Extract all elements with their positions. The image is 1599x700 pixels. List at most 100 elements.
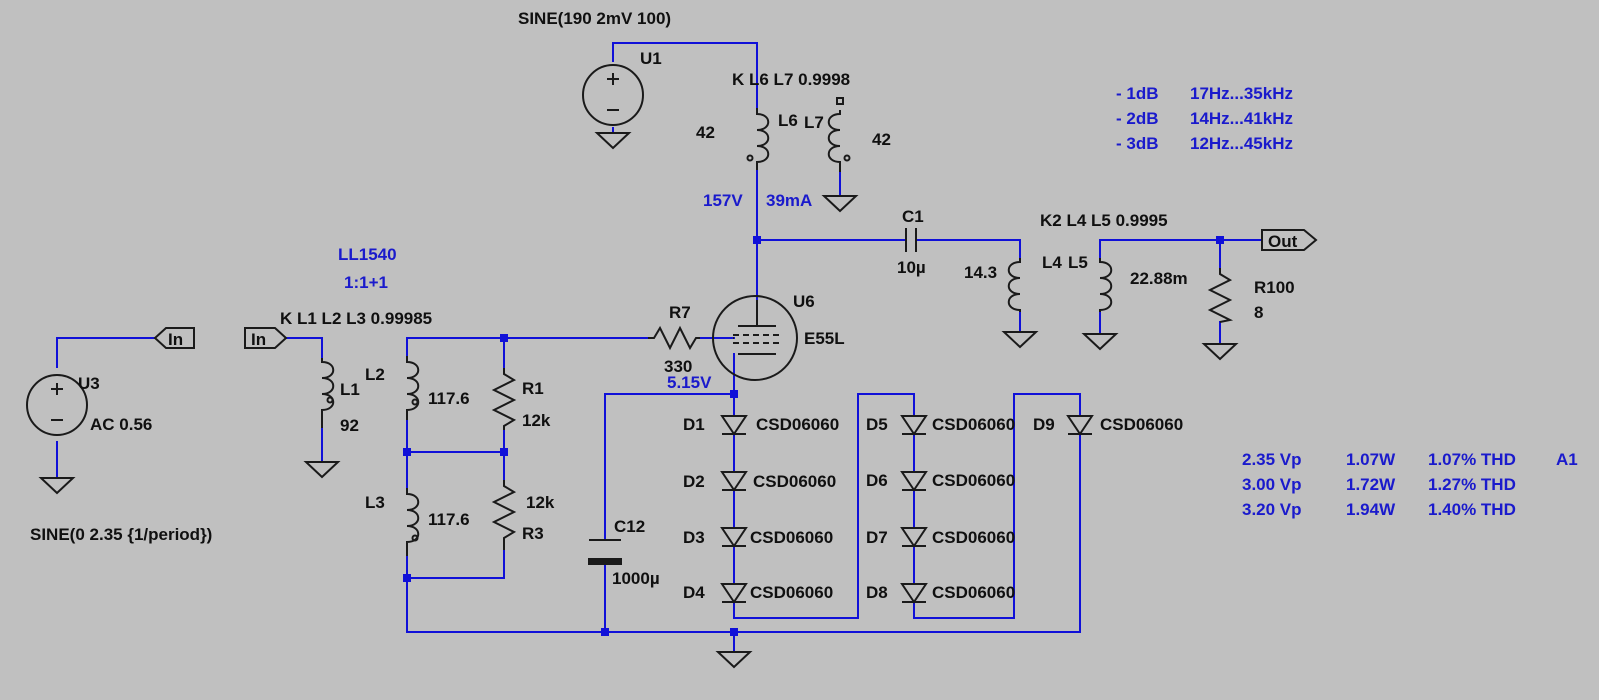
- wires: [56, 42, 1263, 653]
- l7-label: L7: [804, 113, 824, 132]
- resistor-icon: [491, 368, 517, 430]
- net-label-in-left[interactable]: In: [153, 327, 195, 349]
- dot-icon: [411, 398, 419, 406]
- pentode-tube-icon: [712, 295, 798, 381]
- inductor-l2[interactable]: [406, 356, 420, 420]
- perf-thd-1: 1.07% THD: [1428, 450, 1516, 469]
- inductor-l6[interactable]: [746, 108, 770, 170]
- d4-label: D4: [683, 583, 705, 602]
- d4-model-label: CSD06060: [750, 583, 833, 602]
- d5-label: D5: [866, 415, 888, 434]
- l3-value-label: 117.6: [428, 510, 470, 529]
- ground-icon: [303, 461, 341, 479]
- inductor-icon: [756, 108, 770, 170]
- resistor-icon: [1207, 268, 1234, 323]
- r7-label: R7: [669, 303, 691, 322]
- resistor-r3[interactable]: [491, 480, 517, 550]
- resistor-r100[interactable]: [1207, 268, 1234, 323]
- u3-value-label: AC 0.56: [90, 415, 152, 434]
- resistor-r7[interactable]: [648, 325, 700, 351]
- d6-label: D6: [866, 471, 888, 490]
- l6-label: L6: [778, 111, 798, 130]
- c1-label: C1: [902, 207, 924, 226]
- performance-notes: 2.35 Vp 1.07W 1.07% THD A1 3.00 Vp 1.72W…: [1242, 450, 1578, 519]
- c1-value-label: 10µ: [897, 258, 926, 277]
- d2-label: D2: [683, 472, 705, 491]
- net-label-out[interactable]: Out: [1261, 229, 1318, 251]
- dot-icon: [326, 396, 334, 404]
- perf-power-3: 1.94W: [1346, 500, 1396, 519]
- u1-spec-label: SINE(190 2mV 100): [518, 9, 671, 28]
- voltage-source-icon: [582, 64, 644, 126]
- u3-spec-label: SINE(0 2.35 {1/period}): [30, 525, 212, 544]
- open-terminal-icon: [836, 97, 844, 105]
- resistor-r1[interactable]: [491, 368, 517, 430]
- r3-value-label: 12k: [526, 493, 555, 512]
- plate-voltage-label: 157V: [703, 191, 743, 210]
- net-label-in-text: In: [168, 330, 183, 349]
- dot-icon: [843, 154, 851, 162]
- net-label-in-text: In: [251, 330, 266, 349]
- net-label-out-text: Out: [1268, 232, 1298, 251]
- u3-label: U3: [78, 374, 100, 393]
- r1-label: R1: [522, 379, 544, 398]
- bandwidth-level-3: - 3dB: [1116, 134, 1159, 153]
- diode-icon[interactable]: [720, 415, 748, 436]
- capacitor-c1[interactable]: [905, 228, 917, 252]
- l2-value-label: 117.6: [428, 389, 470, 408]
- l1-value-label: 92: [340, 416, 359, 435]
- diode-icon[interactable]: [720, 583, 748, 604]
- bandwidth-notes: - 1dB 17Hz...35kHz - 2dB 14Hz...41kHz - …: [1116, 84, 1293, 153]
- l1-label: L1: [340, 380, 360, 399]
- k-l1-l2-l3-label: K L1 L2 L3 0.99985: [280, 309, 432, 328]
- ground-icon: [594, 132, 632, 150]
- diode-icon[interactable]: [900, 471, 928, 492]
- dot-icon: [746, 154, 754, 162]
- voltage-source-u1[interactable]: [582, 64, 644, 126]
- inductor-l4[interactable]: [1007, 258, 1021, 312]
- d3-label: D3: [683, 528, 705, 547]
- c12-value-label: 1000µ: [612, 569, 660, 588]
- d9-label: D9: [1033, 415, 1055, 434]
- inductor-l5[interactable]: [1099, 258, 1113, 312]
- perf-vp-2: 3.00 Vp: [1242, 475, 1302, 494]
- perf-thd-2: 1.27% THD: [1428, 475, 1516, 494]
- r1-value-label: 12k: [522, 411, 551, 430]
- transformer-ratio-label: 1:1+1: [344, 273, 388, 292]
- inductor-l3[interactable]: [406, 488, 420, 556]
- d7-label: D7: [866, 528, 888, 547]
- u6-label: U6: [793, 292, 815, 311]
- l3-label: L3: [365, 493, 385, 512]
- ground-icon: [1001, 331, 1039, 349]
- bandwidth-range-2: 14Hz...41kHz: [1190, 109, 1293, 128]
- l4-value-label: 14.3: [964, 263, 997, 282]
- voltage-source-u3[interactable]: [26, 374, 88, 436]
- net-label-in-right[interactable]: In: [244, 327, 288, 349]
- diode-icon[interactable]: [720, 527, 748, 548]
- diode-icon[interactable]: [900, 583, 928, 604]
- resistor-icon: [491, 480, 517, 550]
- diodes: [720, 415, 1094, 604]
- l7-value-label: 42: [872, 130, 891, 149]
- capacitor-c12[interactable]: [588, 539, 622, 565]
- capacitor-icon: [905, 228, 917, 252]
- diode-icon[interactable]: [720, 471, 748, 492]
- resistor-icon: [648, 325, 700, 351]
- k2-label: K2 L4 L5 0.9995: [1040, 211, 1168, 230]
- d5-model-label: CSD06060: [932, 415, 1015, 434]
- inductor-l1[interactable]: [321, 358, 335, 428]
- diode-icon[interactable]: [1066, 415, 1094, 436]
- diode-icon[interactable]: [900, 527, 928, 548]
- d1-model-label: CSD06060: [756, 415, 839, 434]
- diode-icon[interactable]: [900, 415, 928, 436]
- l2-label: L2: [365, 365, 385, 384]
- net-label-icon: [1261, 229, 1318, 251]
- u1-label: U1: [640, 49, 662, 68]
- ground-icon: [1201, 343, 1239, 361]
- d1-label: D1: [683, 415, 705, 434]
- bandwidth-level-2: - 2dB: [1116, 109, 1159, 128]
- inductor-l7[interactable]: [827, 97, 851, 172]
- pentode-tube-u6[interactable]: [712, 295, 798, 381]
- perf-thd-3: 1.40% THD: [1428, 500, 1516, 519]
